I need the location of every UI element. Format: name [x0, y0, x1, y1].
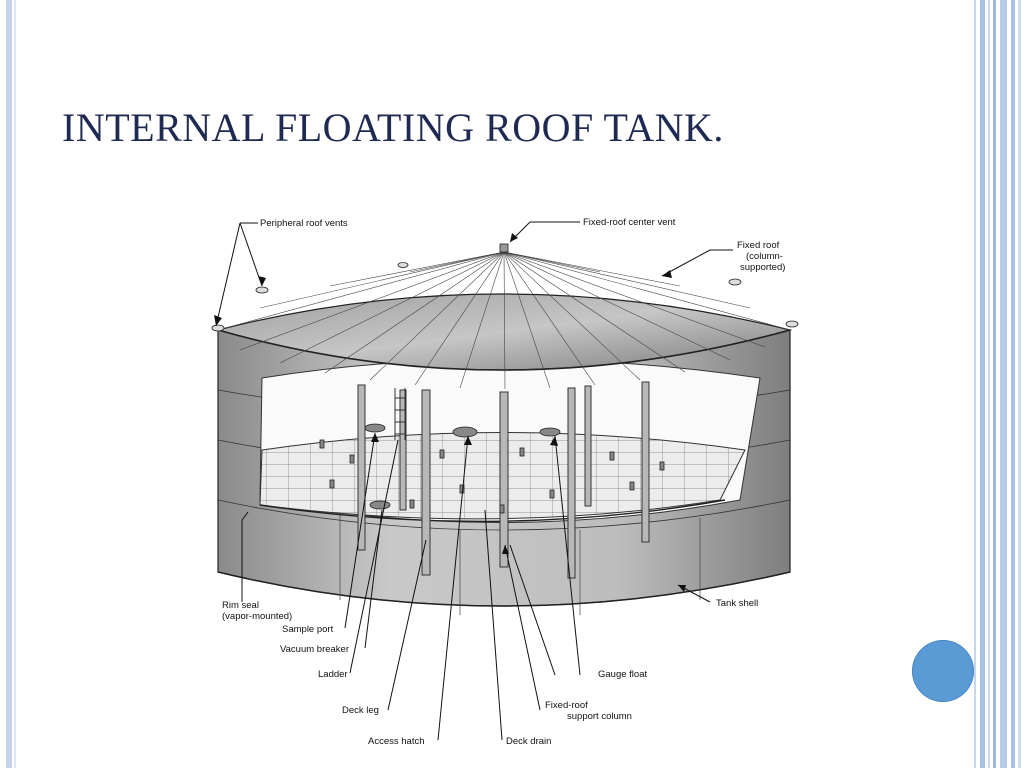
deck-fittings [319, 423, 665, 514]
label-deck-leg: Deck leg [342, 705, 379, 716]
decorative-circle [912, 640, 974, 702]
left-border-rule [6, 0, 12, 768]
label-rim-seal-1: Rim seal [222, 600, 259, 611]
leader-lines [215, 221, 733, 741]
support-columns [357, 381, 650, 579]
label-fixed-roof-3: supported) [740, 262, 785, 273]
label-deck-drain: Deck drain [506, 736, 551, 747]
tank-diagram: Peripheral roof vents Fixed-roof center … [200, 200, 820, 760]
fixed-roof [211, 243, 799, 390]
tank-interior-cutaway [259, 358, 761, 523]
label-fixed-roof-center-vent: Fixed-roof center vent [583, 217, 676, 228]
left-border-rule-thin [14, 0, 16, 768]
label-access-hatch: Access hatch [368, 736, 425, 747]
ladder [394, 388, 406, 440]
right-decorative-stripes [974, 0, 1024, 768]
slide-title: INTERNAL FLOATING ROOF TANK. [62, 105, 724, 150]
label-ladder: Ladder [318, 669, 348, 680]
peripheral-vent [255, 286, 269, 294]
label-vacuum-breaker: Vacuum breaker [280, 644, 349, 655]
label-support-column-2: support column [567, 711, 632, 722]
label-fixed-roof-2: (column- [746, 251, 783, 262]
label-peripheral-roof-vents: Peripheral roof vents [260, 218, 348, 229]
label-support-column-1: Fixed-roof [545, 700, 588, 711]
label-sample-port: Sample port [282, 624, 334, 635]
label-gauge-float: Gauge float [598, 669, 647, 680]
center-vent [499, 243, 509, 253]
tank-illustration: Peripheral roof vents Fixed-roof center … [211, 217, 799, 747]
arrow-heads [214, 233, 686, 592]
label-fixed-roof-1: Fixed roof [737, 240, 780, 251]
label-rim-seal-2: (vapor-mounted) [222, 611, 292, 622]
label-tank-shell: Tank shell [716, 598, 758, 609]
